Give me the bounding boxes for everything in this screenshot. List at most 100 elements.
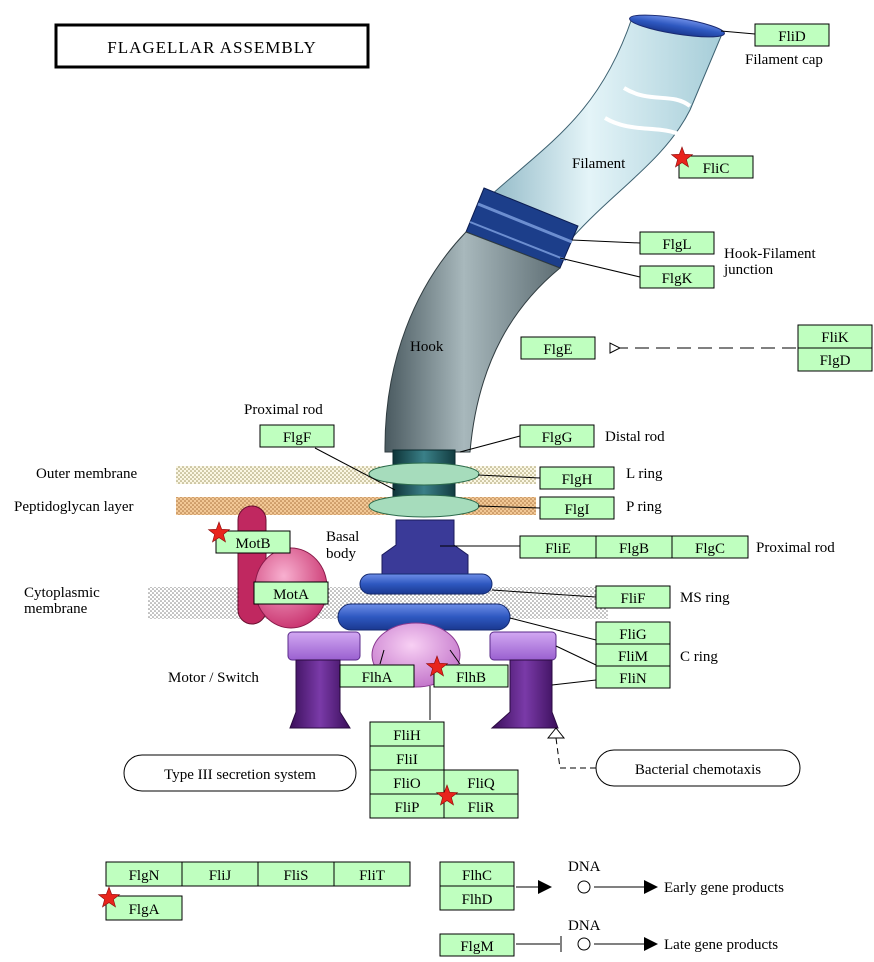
gene-box-FlgC[interactable]: FlgC <box>671 535 749 559</box>
gene-box-FlgD[interactable]: FlgD <box>797 347 873 372</box>
star-icon-FlhB <box>425 655 449 677</box>
svg-text:FliN: FliN <box>619 671 647 687</box>
label-filament-cap: Filament cap <box>745 52 823 68</box>
title-box: FLAGELLAR ASSEMBLY <box>54 23 370 69</box>
label-peptidoglycan: Peptidoglycan layer <box>14 499 134 515</box>
svg-text:FlgK: FlgK <box>662 271 693 287</box>
svg-text:FlhB: FlhB <box>456 670 486 686</box>
label-motor-switch: Motor / Switch <box>168 670 259 686</box>
svg-text:FliO: FliO <box>393 776 421 792</box>
gene-box-FlgB[interactable]: FlgB <box>595 535 673 559</box>
svg-text:FlgB: FlgB <box>619 541 649 557</box>
label-late-gene-products: Late gene products <box>664 937 778 953</box>
gene-box-FliM[interactable]: FliM <box>595 643 671 667</box>
label-hook: Hook <box>410 339 444 355</box>
gene-box-FlhB[interactable]: FlhB <box>433 664 509 688</box>
svg-text:Type III secretion system: Type III secretion system <box>164 767 316 783</box>
star-icon-FliC <box>670 146 694 168</box>
label-p-ring: P ring <box>626 499 662 515</box>
filament-break <box>622 86 692 108</box>
gene-box-MotB[interactable]: MotB <box>215 530 291 554</box>
gene-box-FlhD[interactable]: FlhD <box>439 885 515 911</box>
c-ring-right <box>489 631 557 661</box>
gene-box-FlgM[interactable]: FlgM <box>439 933 515 957</box>
gene-box-FlgG[interactable]: FlgG <box>519 424 595 448</box>
svg-text:FliK: FliK <box>821 330 849 346</box>
p-ring <box>368 494 480 518</box>
gene-box-FlhA[interactable]: FlhA <box>339 664 415 688</box>
ms-ring-upper <box>359 573 493 595</box>
gene-box-FlgE[interactable]: FlgE <box>520 336 596 360</box>
gene-box-FliH[interactable]: FliH <box>369 721 445 747</box>
label-basal-body-2: body <box>326 546 357 562</box>
label-l-ring: L ring <box>626 466 663 482</box>
gene-box-FliK[interactable]: FliK <box>797 324 873 349</box>
label-dna-late: DNA <box>568 918 601 934</box>
svg-text:FlgL: FlgL <box>662 237 691 253</box>
label-basal-body-1: Basal <box>326 529 359 545</box>
gene-box-FliF[interactable]: FliF <box>595 585 671 609</box>
dna-node-early <box>577 880 591 894</box>
gene-stars <box>97 146 694 908</box>
gene-box-FliT[interactable]: FliT <box>333 861 411 887</box>
svg-text:FliE: FliE <box>545 541 571 557</box>
label-hook-filament-2: junction <box>723 262 774 278</box>
label-filament: Filament <box>572 156 626 172</box>
gene-box-FliQ[interactable]: FliQ <box>443 769 519 795</box>
gene-box-FlhC[interactable]: FlhC <box>439 861 515 887</box>
gene-box-FlgA[interactable]: FlgA <box>105 895 183 921</box>
gene-box-FliG[interactable]: FliG <box>595 621 671 645</box>
label-early-gene-products: Early gene products <box>664 880 784 896</box>
gene-box-FliS[interactable]: FliS <box>257 861 335 887</box>
star-icon-FliR <box>435 784 459 806</box>
gene-box-FliC[interactable]: FliC <box>678 155 754 179</box>
gene-box-FlgN[interactable]: FlgN <box>105 861 183 887</box>
label-dna-early: DNA <box>568 859 601 875</box>
svg-text:FlgD: FlgD <box>820 353 851 369</box>
star-icon-FlgA <box>97 886 121 908</box>
svg-text:FlgG: FlgG <box>542 430 573 446</box>
label-outer-membrane: Outer membrane <box>36 466 138 482</box>
gene-box-FliP[interactable]: FliP <box>369 793 445 819</box>
gene-box-FlgH[interactable]: FlgH <box>539 466 615 490</box>
type3-secretion-link[interactable]: Type III secretion system <box>123 754 357 792</box>
gene-box-FliI[interactable]: FliI <box>369 745 445 771</box>
svg-text:FlgH: FlgH <box>562 472 593 488</box>
svg-text:FlgI: FlgI <box>564 502 589 518</box>
svg-text:FlgC: FlgC <box>695 541 725 557</box>
gene-box-FliR[interactable]: FliR <box>443 793 519 819</box>
svg-text:MotA: MotA <box>273 587 309 603</box>
svg-text:FliP: FliP <box>394 800 419 816</box>
label-cytoplasmic-2: membrane <box>24 601 88 617</box>
gene-box-FliE[interactable]: FliE <box>519 535 597 559</box>
gene-box-FliN[interactable]: FliN <box>595 665 671 689</box>
svg-text:FliD: FliD <box>778 29 806 45</box>
svg-text:FliS: FliS <box>283 868 308 884</box>
bacterial-chemotaxis-link[interactable]: Bacterial chemotaxis <box>595 749 801 787</box>
gene-box-FliO[interactable]: FliO <box>369 769 445 795</box>
gene-box-FliD[interactable]: FliD <box>754 23 830 47</box>
label-c-ring: C ring <box>680 649 718 665</box>
l-ring <box>368 462 480 486</box>
c-ring-left <box>287 631 361 661</box>
gene-box-FlgK[interactable]: FlgK <box>639 265 715 289</box>
label-proximal-rod-right: Proximal rod <box>756 540 835 556</box>
gene-box-FliJ[interactable]: FliJ <box>181 861 259 887</box>
svg-text:FlgF: FlgF <box>283 430 311 446</box>
gene-box-FlgF[interactable]: FlgF <box>259 424 335 448</box>
svg-text:FliT: FliT <box>359 868 385 884</box>
label-proximal-rod-top: Proximal rod <box>244 402 323 418</box>
svg-text:Bacterial chemotaxis: Bacterial chemotaxis <box>635 762 761 778</box>
svg-text:MotB: MotB <box>235 536 270 552</box>
svg-text:FlhA: FlhA <box>362 670 393 686</box>
svg-text:FlgM: FlgM <box>460 939 493 955</box>
svg-text:FliH: FliH <box>393 728 421 744</box>
label-ms-ring: MS ring <box>680 590 730 606</box>
gene-box-FlgI[interactable]: FlgI <box>539 496 615 520</box>
gene-box-MotA[interactable]: MotA <box>253 581 329 605</box>
motor-left <box>289 659 351 729</box>
gene-box-FlgL[interactable]: FlgL <box>639 231 715 255</box>
svg-text:FlhC: FlhC <box>462 868 492 884</box>
svg-text:FliQ: FliQ <box>467 776 495 792</box>
